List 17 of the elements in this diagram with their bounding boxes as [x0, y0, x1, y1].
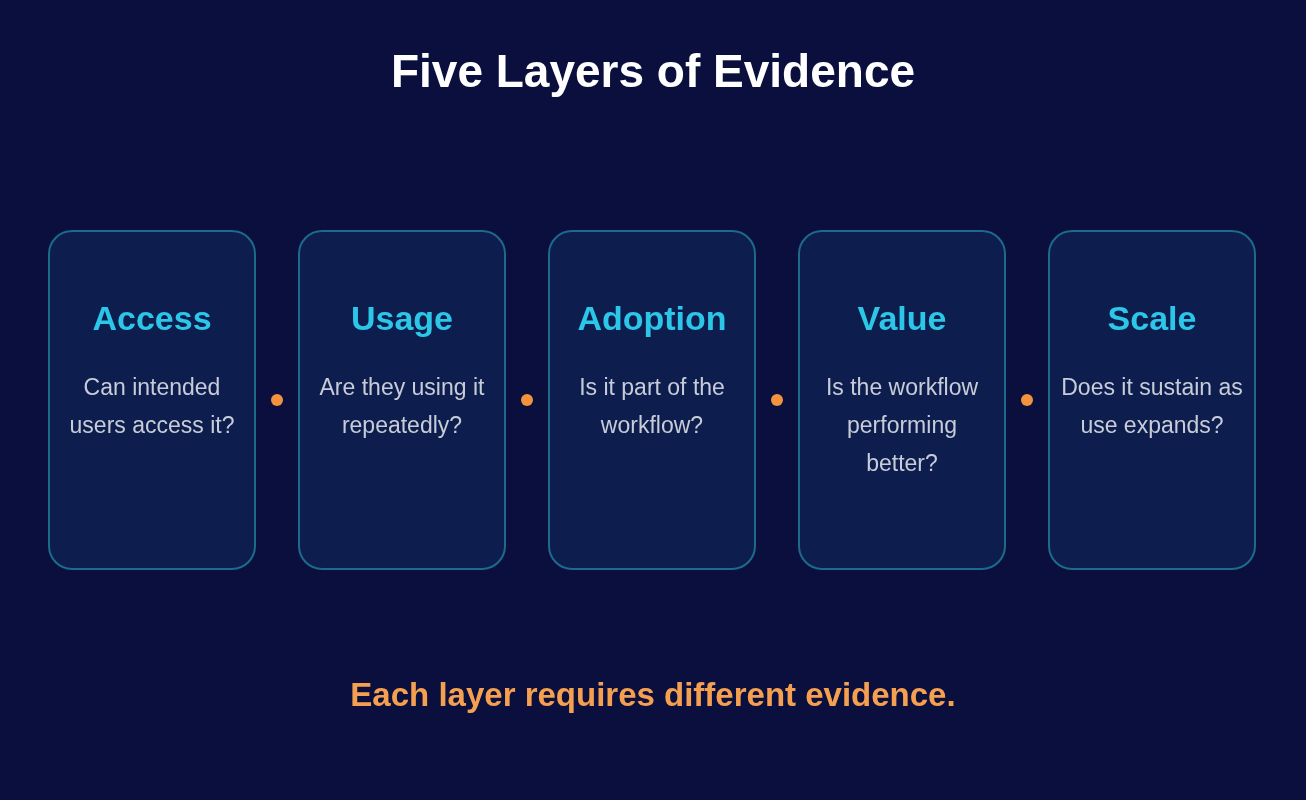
title: Five Layers of Evidence: [390, 44, 916, 98]
card-question: Can intended users access it?: [68, 373, 236, 440]
card-heading: Access: [92, 298, 212, 339]
card-heading: Value: [857, 298, 947, 339]
card-question: Does it sustain as use expands?: [1060, 373, 1244, 440]
layer-card: [798, 230, 1006, 570]
layer-card: [298, 230, 506, 570]
card-heading: Scale: [1107, 298, 1197, 339]
layer-card: [548, 230, 756, 570]
layer-card: [1048, 230, 1256, 570]
caption: Each layer requires different evidence.: [350, 676, 956, 714]
card-heading: Usage: [350, 298, 454, 339]
card-heading: Adoption: [577, 298, 727, 339]
card-question: Are they using it repeatedly?: [318, 373, 486, 440]
layer-card: [48, 230, 256, 570]
card-question: Is it part of the workflow?: [578, 373, 726, 440]
card-question: Is the workflow performing better?: [824, 373, 980, 478]
